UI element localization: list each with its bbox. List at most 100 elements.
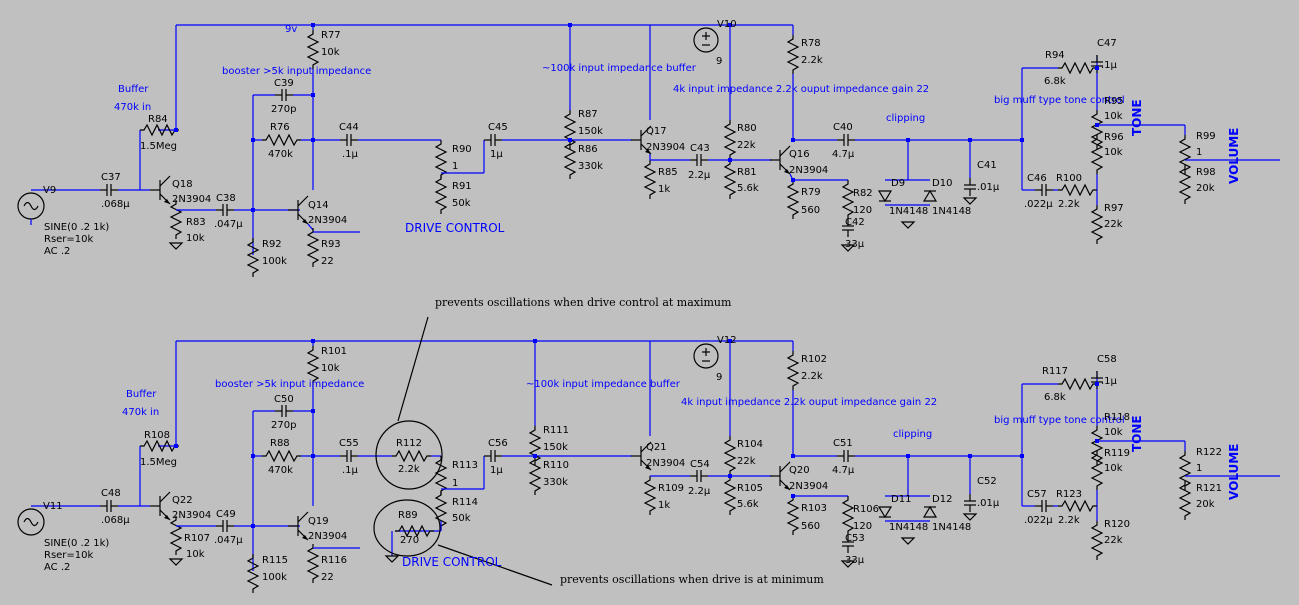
d12-type: 1N4148 bbox=[932, 522, 971, 533]
c39-value: 270p bbox=[271, 104, 296, 115]
c38-value: .047µ bbox=[214, 219, 243, 230]
buffer-note-2: Buffer bbox=[126, 389, 157, 400]
c43-value: 2.2µ bbox=[688, 170, 711, 181]
d11-type: 1N4148 bbox=[889, 522, 928, 533]
q19-label: Q19 bbox=[308, 516, 329, 527]
q21-type: 2N3904 bbox=[646, 458, 685, 469]
c45-value: 1µ bbox=[490, 149, 503, 160]
c50-label: C50 bbox=[274, 394, 294, 405]
r91-label: R91 bbox=[452, 181, 472, 192]
buffer100k-note-2: ~100k input impedance buffer bbox=[526, 379, 681, 390]
d12-label: D12 bbox=[932, 494, 952, 505]
r104-value: 22k bbox=[737, 456, 756, 467]
c48-label: C48 bbox=[101, 488, 121, 499]
q18-type: 2N3904 bbox=[172, 194, 211, 205]
c42-value: 33µ bbox=[845, 239, 865, 250]
r85-label: R85 bbox=[658, 167, 678, 178]
c45-label: C45 bbox=[488, 122, 508, 133]
r122-label: R122 bbox=[1196, 447, 1222, 458]
r80-value: 22k bbox=[737, 140, 756, 151]
c49-value: .047µ bbox=[214, 535, 243, 546]
r112-label: R112 bbox=[396, 438, 422, 449]
q16-label: Q16 bbox=[789, 149, 810, 160]
r96-value: 10k bbox=[1104, 147, 1123, 158]
r93-value: 22 bbox=[321, 256, 334, 267]
r123-label: R123 bbox=[1056, 489, 1082, 500]
volume-label: VOLUME bbox=[1227, 128, 1241, 184]
d10-label: D10 bbox=[932, 178, 952, 189]
r101-value: 10k bbox=[321, 363, 340, 374]
r90-label: R90 bbox=[452, 144, 472, 155]
r99-label: R99 bbox=[1196, 131, 1216, 142]
r88-value: 470k bbox=[268, 465, 293, 476]
buffer-note: Buffer bbox=[118, 84, 149, 95]
clipping-note: clipping bbox=[886, 113, 925, 124]
r118-label: R118 bbox=[1104, 412, 1130, 423]
c58-value: .1µ bbox=[1101, 376, 1118, 387]
r111-label: R111 bbox=[543, 425, 569, 436]
c46-value: .022µ bbox=[1024, 199, 1053, 210]
r114-value: 50k bbox=[452, 513, 471, 524]
r121-value: 20k bbox=[1196, 499, 1215, 510]
c58-label: C58 bbox=[1097, 354, 1117, 365]
r93-label: R93 bbox=[321, 239, 341, 250]
r78-value: 2.2k bbox=[801, 55, 823, 66]
rser-label-2: Rser=10k bbox=[44, 550, 94, 561]
volume-label-2: VOLUME bbox=[1227, 444, 1241, 500]
v10-label: V10 bbox=[717, 19, 737, 30]
q14-type: 2N3904 bbox=[308, 215, 347, 226]
q17-type: 2N3904 bbox=[646, 142, 685, 153]
r113-label: R113 bbox=[452, 460, 478, 471]
r103-label: R103 bbox=[801, 503, 827, 514]
r91-value: 50k bbox=[452, 198, 471, 209]
r94-value: 6.8k bbox=[1044, 76, 1066, 87]
bottom-text: Buffer 470k in booster >5k input impedan… bbox=[43, 335, 1241, 583]
r97-value: 22k bbox=[1104, 219, 1123, 230]
r79-label: R79 bbox=[801, 187, 821, 198]
v12-label: V12 bbox=[717, 335, 737, 346]
booster-note: booster >5k input impedance bbox=[222, 66, 371, 77]
q22-type: 2N3904 bbox=[172, 510, 211, 521]
d11-label: D11 bbox=[891, 494, 911, 505]
r105-value: 5.6k bbox=[737, 499, 759, 510]
rser-label: Rser=10k bbox=[44, 234, 94, 245]
r117-label: R117 bbox=[1042, 366, 1068, 377]
d9-type: 1N4148 bbox=[889, 206, 928, 217]
q18-label: Q18 bbox=[172, 179, 193, 190]
r82-value: 120 bbox=[853, 205, 872, 216]
annotation-marks bbox=[373, 316, 553, 586]
c55-value: .1µ bbox=[342, 465, 359, 476]
buffer-in-note-2: 470k in bbox=[122, 407, 159, 418]
r101-label: R101 bbox=[321, 346, 347, 357]
r76-value: 470k bbox=[268, 149, 293, 160]
c47-label: C47 bbox=[1097, 38, 1117, 49]
c41-value: .01µ bbox=[977, 182, 1000, 193]
r107-label: R107 bbox=[184, 533, 210, 544]
r109-value: 1k bbox=[658, 500, 670, 511]
c56-label: C56 bbox=[488, 438, 508, 449]
q14-label: Q14 bbox=[308, 200, 329, 211]
r77-value: 10k bbox=[321, 47, 340, 58]
q20-type: 2N3904 bbox=[789, 481, 828, 492]
r76-label: R76 bbox=[270, 122, 290, 133]
sine-label-2: SINE(0 .2 1k) bbox=[44, 538, 109, 549]
r87-value: 150k bbox=[578, 126, 603, 137]
top-text: 9v Buffer 470k in booster >5k input impe… bbox=[43, 19, 1241, 267]
bottom-circuit bbox=[17, 339, 1280, 594]
annotation-max: prevents oscillations when drive control… bbox=[435, 296, 732, 309]
r117-value: 6.8k bbox=[1044, 392, 1066, 403]
c52-value: .01µ bbox=[977, 498, 1000, 509]
r112-value: 2.2k bbox=[398, 464, 420, 475]
r85-value: 1k bbox=[658, 184, 670, 195]
top-circuit bbox=[17, 23, 1280, 278]
r108-value: 1.5Meg bbox=[140, 457, 177, 468]
r92-label: R92 bbox=[262, 239, 282, 250]
q19-type: 2N3904 bbox=[308, 531, 347, 542]
sine-label: SINE(0 .2 1k) bbox=[44, 222, 109, 233]
v11-label: V11 bbox=[43, 501, 63, 512]
c44-value: .1µ bbox=[342, 149, 359, 160]
r97-label: R97 bbox=[1104, 203, 1124, 214]
r89-value: 270 bbox=[400, 535, 419, 546]
c47-value: .1µ bbox=[1101, 60, 1118, 71]
c52-label: C52 bbox=[977, 476, 997, 487]
